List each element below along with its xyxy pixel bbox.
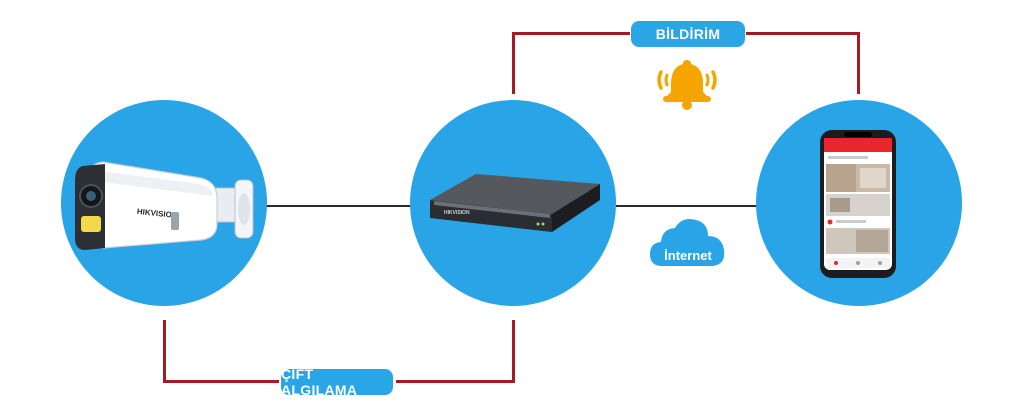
camera-to-dvr-wire (264, 205, 416, 207)
bell-icon (657, 60, 717, 110)
dvr-to-phone-wire (616, 205, 762, 207)
bullet-camera-icon: HIKVISION (75, 161, 254, 250)
detection-connector-left-vertical (163, 320, 166, 382)
smartphone-app-icon (820, 130, 896, 278)
notification-connector-right-vertical (857, 32, 860, 94)
detection-connector-right-vertical (512, 320, 515, 383)
internet-label: İnternet (664, 248, 712, 263)
detection-connector-right-horizontal (396, 380, 515, 383)
smartphone-node (756, 100, 962, 306)
notification-connector-right-horizontal (746, 32, 860, 35)
notification-connector-left-vertical (512, 32, 515, 94)
dual-detection-label: ÇİFT ALGILAMA (281, 366, 393, 398)
dvr-brand-label: HIKVISION (444, 210, 470, 216)
dvr-node: HIKVISION (410, 100, 616, 306)
cloud-icon (650, 219, 725, 266)
camera-brand-label: HIKVISION (136, 207, 178, 220)
detection-connector-left-horizontal (163, 380, 279, 383)
notification-connector-left-horizontal (512, 32, 630, 35)
notification-label: BİLDİRİM (631, 21, 745, 47)
camera-node: HIKVISION (61, 100, 267, 306)
dvr-recorder-icon: HIKVISION (430, 174, 600, 232)
